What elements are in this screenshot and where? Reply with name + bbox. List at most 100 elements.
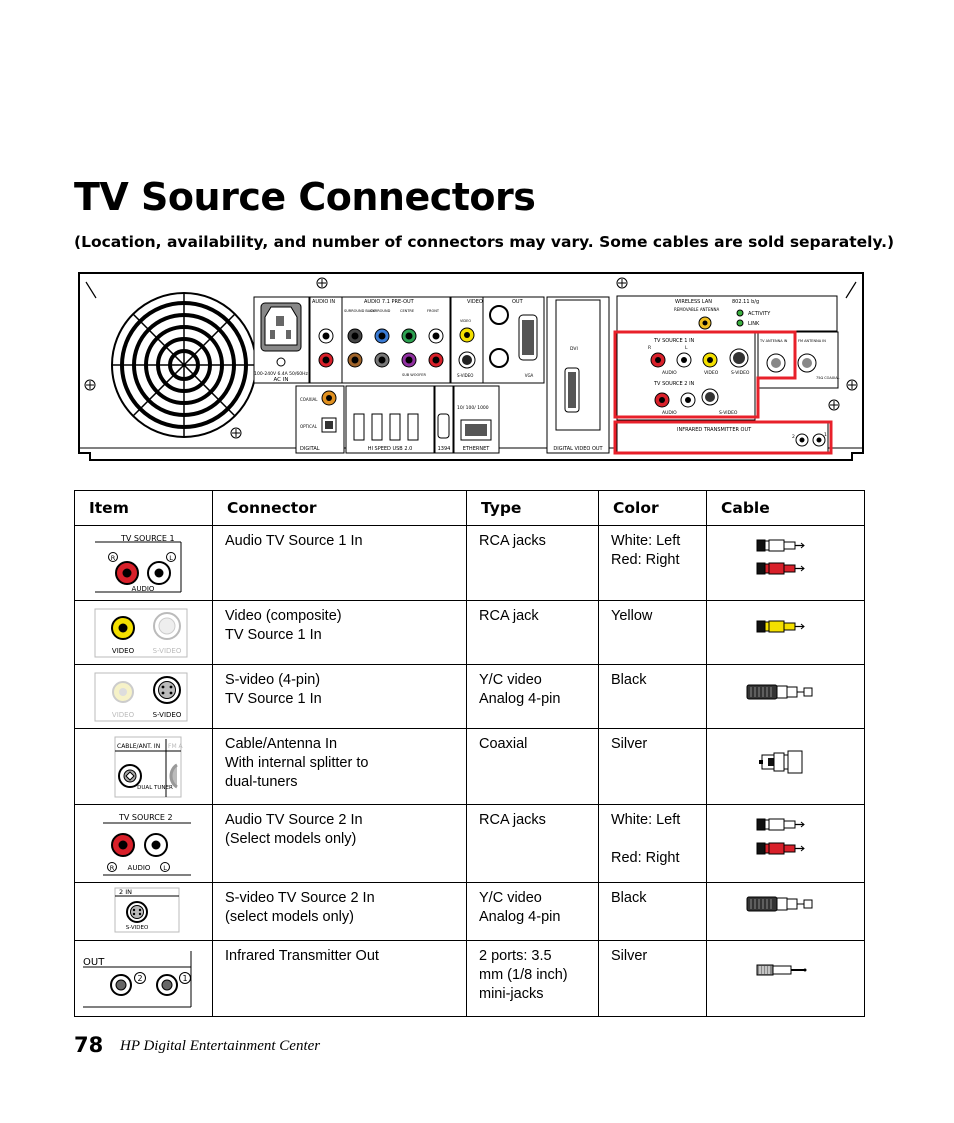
voltage-label: 100-240V 6.4A 50/60Hz	[254, 371, 308, 377]
item-image: 2 IN S-VIDEO	[74, 882, 213, 941]
item-image: TV SOURCE 2 R L AUDIO	[74, 804, 213, 883]
col-header-connector: Connector	[212, 490, 467, 526]
svg-text:S-VIDEO: S-VIDEO	[153, 711, 182, 719]
svg-text:SUB WOOFER: SUB WOOFER	[402, 373, 426, 377]
mini-jack-cable-icon	[756, 964, 807, 976]
svg-text:S-VIDEO: S-VIDEO	[126, 925, 149, 931]
svg-text:OUT: OUT	[83, 957, 105, 968]
svg-text:R: R	[111, 554, 116, 562]
color-cell: White: Left Red: Right	[598, 804, 707, 883]
s-video-jack-icon: VIDEO S-VIDEO	[94, 672, 188, 722]
svg-text:SURROUND BACK: SURROUND BACK	[344, 309, 376, 313]
svg-text:DIGITAL: DIGITAL	[300, 446, 320, 452]
svg-text:L: L	[685, 345, 688, 351]
svg-text:R: R	[648, 345, 651, 351]
ir-minijack-icon: OUT 2 1	[83, 951, 192, 1008]
ac-in-label: AC IN	[274, 377, 289, 383]
audio-jacks-icon: TV SOURCE 1 R L AUDIO	[95, 534, 182, 593]
connector-cell: S-video (4-pin) TV Source 1 In	[212, 664, 467, 729]
cable-image	[706, 525, 865, 601]
s-video-cable-icon	[746, 684, 813, 700]
cable-image	[706, 664, 865, 729]
svg-text:ETHERNET: ETHERNET	[463, 446, 491, 452]
col-header-cable: Cable	[706, 490, 865, 526]
type-cell: 2 ports: 3.5 mm (1/8 inch) mini-jacks	[466, 940, 599, 1017]
type-cell: Coaxial	[466, 728, 599, 805]
highlight-boxes	[613, 330, 833, 455]
svg-text:AUDIO 7.1 PRE-OUT: AUDIO 7.1 PRE-OUT	[364, 299, 415, 305]
color-cell: Silver	[598, 940, 707, 1017]
svg-text:HI SPEED USB 2.0: HI SPEED USB 2.0	[368, 446, 413, 452]
item-image: CABLE/ANT. IN FM A DUAL TUNER	[74, 728, 213, 805]
svg-text:FM A: FM A	[168, 743, 184, 750]
svg-text:TV SOURCE 1: TV SOURCE 1	[120, 534, 175, 543]
connector-cell: Video (composite) TV Source 1 In	[212, 600, 467, 665]
color-cell: Black	[598, 882, 707, 941]
book-title: HP Digital Entertainment Center	[120, 1038, 321, 1054]
svg-text:DVI: DVI	[570, 346, 578, 352]
svg-text:2: 2	[137, 974, 142, 983]
coaxial-cable-icon	[759, 750, 803, 774]
color-cell: Yellow	[598, 600, 707, 665]
rca-cable-icon	[756, 620, 805, 633]
audio-jacks-2-icon: TV SOURCE 2 R L AUDIO	[103, 813, 191, 876]
svg-text:SURROUND: SURROUND	[370, 309, 391, 313]
item-image: VIDEO S-VIDEO	[74, 600, 213, 665]
connector-table: Item Connector Type Color Cable TV SOURC…	[74, 490, 865, 1017]
svg-text:VGA: VGA	[525, 373, 534, 378]
type-cell: Y/C video Analog 4-pin	[466, 664, 599, 729]
svg-text:VIDEO: VIDEO	[112, 647, 135, 655]
rca-cable-pair-icon	[756, 818, 805, 855]
svg-text:2: 2	[792, 434, 795, 440]
svg-text:DIGITAL VIDEO OUT: DIGITAL VIDEO OUT	[553, 446, 603, 452]
page-number: 78	[74, 1033, 104, 1057]
connector-cell: Cable/Antenna In With internal splitter …	[212, 728, 467, 805]
svg-text:R: R	[110, 864, 115, 872]
cable-image	[706, 804, 865, 883]
svg-text:1394: 1394	[438, 446, 451, 452]
page-subtitle: (Location, availability, and number of c…	[74, 233, 895, 251]
page-title: TV Source Connectors	[74, 175, 536, 219]
svg-text:FM ANTENNA IN: FM ANTENNA IN	[798, 339, 826, 343]
svg-text:AUDIO: AUDIO	[128, 864, 151, 872]
color-cell: Black	[598, 664, 707, 729]
svg-text:CENTRE: CENTRE	[400, 309, 414, 313]
svg-text:L: L	[163, 864, 167, 872]
svg-text:LINK: LINK	[748, 321, 760, 327]
svg-text:VIDEO: VIDEO	[704, 370, 719, 376]
svg-text:S-VIDEO: S-VIDEO	[719, 410, 738, 416]
s-video-jack-2-icon: 2 IN S-VIDEO	[114, 887, 180, 933]
svg-text:2 IN: 2 IN	[119, 888, 132, 896]
svg-text:S-VIDEO: S-VIDEO	[731, 370, 750, 376]
type-cell: RCA jacks	[466, 804, 599, 883]
svg-text:INFRARED TRANSMITTER OUT: INFRARED TRANSMITTER OUT	[677, 427, 752, 433]
svg-text:ACTIVITY: ACTIVITY	[748, 311, 771, 317]
svg-text:75Ω COAXIAL: 75Ω COAXIAL	[816, 376, 840, 380]
svg-text:TV SOURCE 2: TV SOURCE 2	[118, 813, 173, 822]
svg-text:10/ 100/ 1000: 10/ 100/ 1000	[457, 405, 489, 411]
col-header-type: Type	[466, 490, 599, 526]
cable-image	[706, 940, 865, 1017]
svg-text:802.11 b/g: 802.11 b/g	[732, 299, 759, 305]
table-row: TV SOURCE 2 R L AUDIO Audio TV Source 2 …	[74, 804, 865, 883]
svg-text:FRONT: FRONT	[427, 309, 440, 313]
connector-cell: Audio TV Source 2 In (Select models only…	[212, 804, 467, 883]
back-panel-illustration: 100-240V 6.4A 50/60Hz AC IN AUDIO IN AUD…	[78, 272, 864, 461]
svg-text:VIDEO: VIDEO	[467, 299, 483, 305]
svg-text:REMOVABLE ANTENNA: REMOVABLE ANTENNA	[674, 307, 720, 312]
composite-video-jack-icon: VIDEO S-VIDEO	[94, 608, 188, 658]
table-row: VIDEO S-VIDEO Video (composite) TV Sourc…	[74, 600, 865, 665]
fan-grille-icon	[111, 292, 257, 438]
table-row: OUT 2 1 Infrared Transmitter Out 2 ports…	[74, 940, 865, 1017]
cable-image	[706, 600, 865, 665]
type-cell: Y/C video Analog 4-pin	[466, 882, 599, 941]
svg-text:CABLE/ANT. IN: CABLE/ANT. IN	[117, 743, 160, 750]
color-cell: White: Left Red: Right	[598, 525, 707, 601]
svg-text:OUT: OUT	[512, 299, 524, 305]
item-image: TV SOURCE 1 R L AUDIO	[74, 525, 213, 601]
col-header-color: Color	[598, 490, 707, 526]
type-cell: RCA jack	[466, 600, 599, 665]
svg-text:L: L	[169, 554, 173, 562]
screw-icon	[84, 277, 858, 439]
svg-text:OPTICAL: OPTICAL	[300, 424, 318, 429]
